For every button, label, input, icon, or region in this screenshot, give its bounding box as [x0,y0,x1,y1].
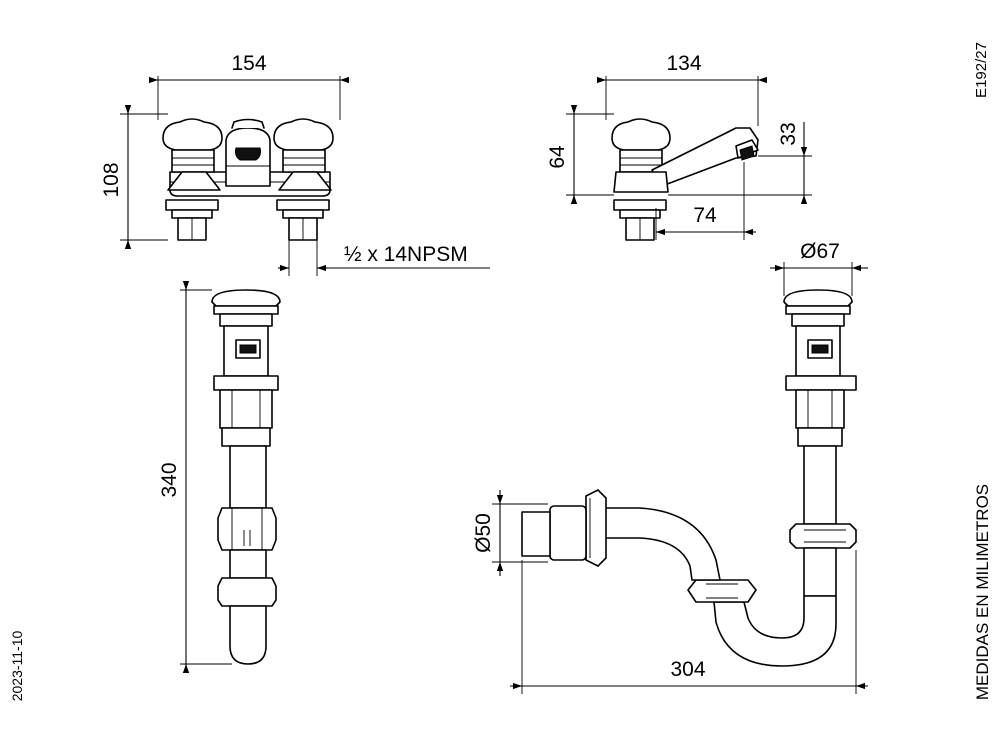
dim-33-text: 33 [777,122,800,145]
dim-67: Ø67 [770,240,868,296]
dim-108-text: 108 [100,162,123,197]
drawing-date: 2023-11-10 [9,631,25,702]
dim-thread: ½ x 14NPSM [278,240,490,276]
drawing-code: E192/27 [973,42,990,98]
dim-304: 304 [510,550,868,694]
drain-trap-side-view [521,289,857,667]
drain-front-view [211,289,281,665]
dim-108: 108 [100,105,168,249]
units-note: MEDIDAS EN MILIMETROS [973,484,992,700]
dim-134-text: 134 [666,52,701,75]
dim-304-text: 304 [670,658,705,681]
dim-74-text: 74 [693,204,717,227]
faucet-side-view [611,118,759,241]
dim-64-text: 64 [546,145,569,169]
dim-thread-text: ½ x 14NPSM [344,243,468,266]
dim-50: Ø50 [472,490,548,576]
dim-340: 340 [158,281,232,673]
dim-67-text: Ø67 [800,240,840,263]
dim-134: 134 [597,52,767,126]
dim-154-text: 154 [231,52,266,75]
dim-154: 154 [149,52,349,120]
faucet-front-view [162,118,334,241]
dim-50-text: Ø50 [472,513,495,553]
dim-64: 64 [546,105,614,204]
dim-340-text: 340 [158,462,181,497]
dim-33: 33 [668,122,812,204]
dim-74: 74 [655,162,756,240]
